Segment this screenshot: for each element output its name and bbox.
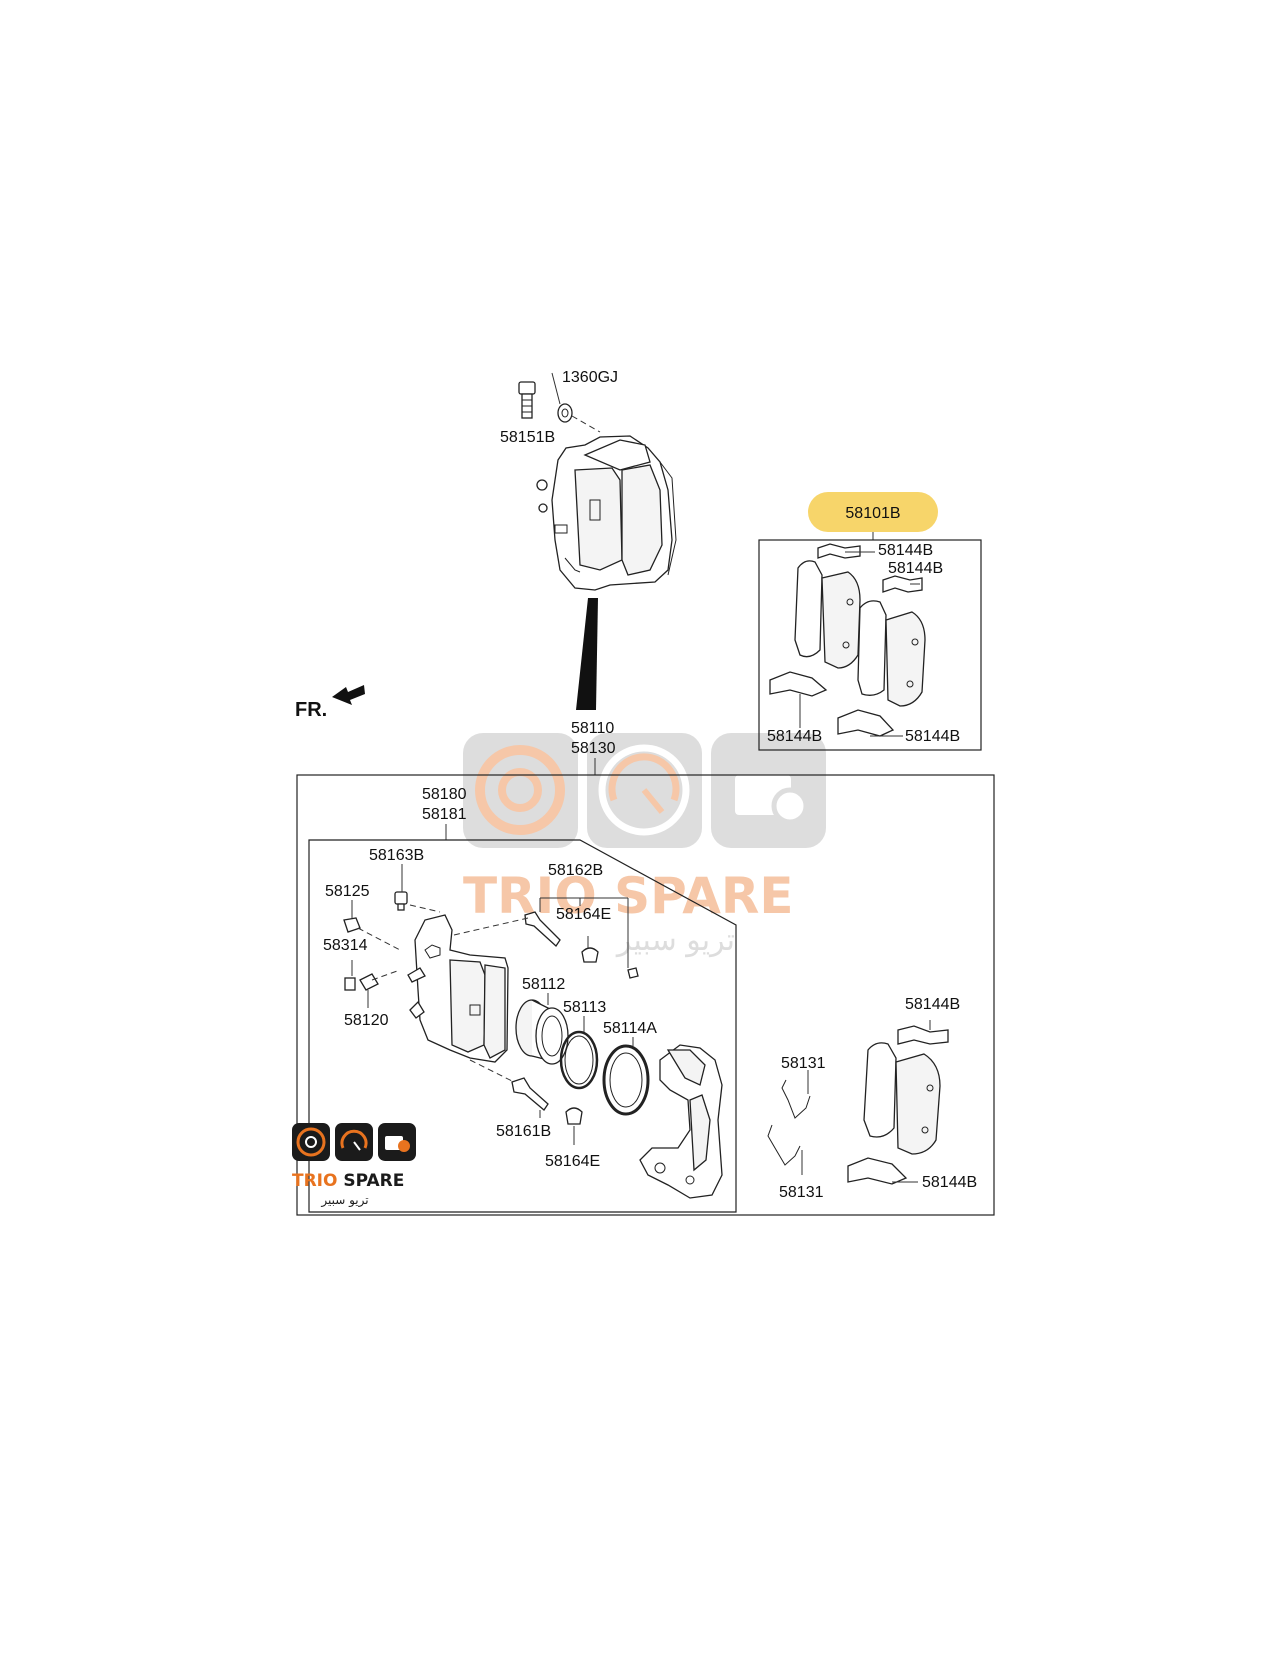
caliper-kit-box — [296, 774, 995, 1216]
caliper-housing-parts — [343, 864, 723, 1199]
label-58164E-b: 58164E — [545, 1153, 600, 1170]
label-58144B-a: 58144B — [878, 542, 933, 559]
direction-label: FR. — [295, 699, 327, 721]
trio-spare-logo: TRIO SPARE تريو سبير — [292, 1123, 416, 1208]
label-58314: 58314 — [323, 937, 368, 954]
label-58164E-a: 58164E — [556, 906, 611, 923]
label-58101B: 58101B — [845, 505, 900, 522]
watermark-arabic: تريو سبير — [615, 923, 735, 958]
label-58113: 58113 — [563, 999, 606, 1016]
label-58181: 58181 — [422, 806, 467, 823]
label-58144B-b: 58144B — [888, 560, 943, 577]
piston-58112 — [515, 999, 569, 1065]
label-58110: 58110 — [571, 720, 614, 737]
label-58144B-c: 58144B — [767, 728, 822, 745]
pointer-arrow — [576, 598, 598, 710]
anti-rattle-springs-58131 — [767, 1070, 811, 1175]
label-58162B: 58162B — [548, 862, 603, 879]
label-58180: 58180 — [422, 786, 467, 803]
front-direction-indicator: FR. — [295, 685, 365, 721]
caliper-assembly-top — [518, 372, 677, 710]
label-58131-a: 58131 — [781, 1055, 826, 1072]
watermark: TRIO SPARE تريو سبير — [463, 733, 826, 958]
brake-pads-lower — [847, 1020, 949, 1185]
label-58114A: 58114A — [603, 1020, 657, 1037]
piston-boot-58114A — [602, 1044, 650, 1116]
bolt-58151B — [518, 381, 536, 419]
label-58161B: 58161B — [496, 1123, 551, 1140]
label-58130: 58130 — [571, 740, 616, 757]
label-58120: 58120 — [344, 1012, 389, 1029]
washer-1360GJ — [557, 403, 573, 423]
front-arrow-icon — [332, 685, 365, 705]
label-58112: 58112 — [522, 976, 565, 993]
logo-arabic: تريو سبير — [320, 1193, 368, 1208]
label-58131-b: 58131 — [779, 1184, 824, 1201]
label-58144B-e: 58144B — [905, 996, 960, 1013]
label-58144B-f: 58144B — [922, 1174, 977, 1191]
highlight-badge — [808, 492, 938, 532]
label-1360GJ: 1360GJ — [562, 369, 618, 386]
pad-kit-58101B: 58101B — [758, 492, 982, 751]
pad-kit-box — [758, 539, 982, 751]
logo-brand: TRIO SPARE — [292, 1171, 404, 1191]
label-58125: 58125 — [325, 883, 370, 900]
label-58144B-d: 58144B — [905, 728, 960, 745]
label-58151B: 58151B — [500, 429, 555, 446]
piston-seal-58113 — [559, 1030, 599, 1090]
label-58163B: 58163B — [369, 847, 424, 864]
